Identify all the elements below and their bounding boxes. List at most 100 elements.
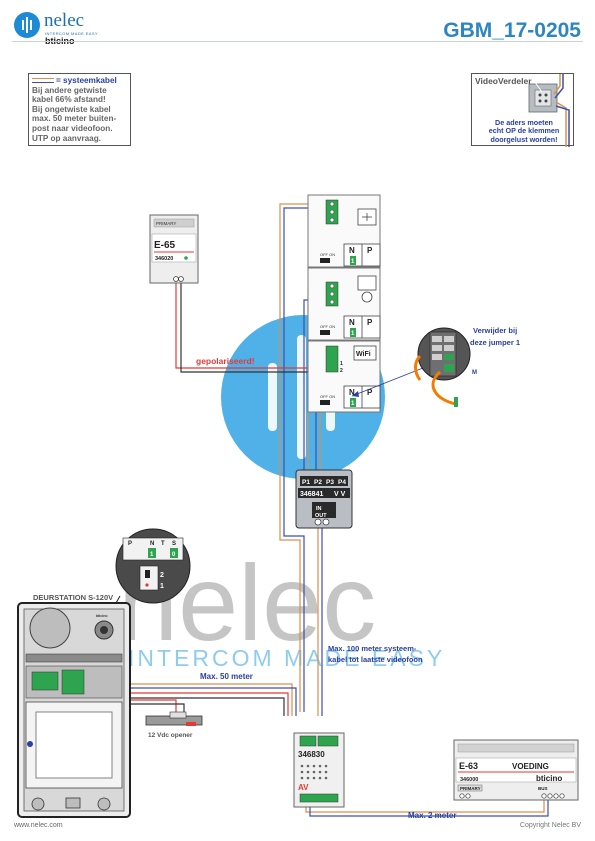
e63-power-supply: E-63 VOEDING 346000 bticino PRIMARY BUS (453, 739, 579, 801)
e65-led-icon (184, 256, 188, 260)
note-legend: = systeemkabel (32, 76, 127, 86)
e63-model: E-63 (459, 761, 478, 771)
e65-primary: PRIMARY (156, 221, 176, 226)
distributor-vv: V V (334, 491, 346, 498)
terminal-n-label: N (349, 318, 355, 327)
keyhole-icon (97, 797, 111, 811)
indoor-unit-2: OFF ON N P 1 (307, 267, 381, 341)
system-cable-note: = systeemkabel Bij andere getwiste kabel… (28, 73, 131, 146)
max2-label: Max. 2 meter (408, 811, 456, 820)
off-on-label: OFF ON (320, 324, 335, 329)
watermark-tagline: INTERCOM MADE EASY (128, 645, 445, 671)
outdoor-brand: bticino (96, 614, 107, 618)
jumper-value: 1 (351, 259, 355, 265)
outdoor-station: bticino (17, 602, 131, 818)
terminal-screw-icon (459, 793, 465, 799)
e63-brand: bticino (536, 774, 562, 783)
e65-supply-black (180, 282, 326, 373)
max100-line: Max. 100 meter systeem- (328, 644, 417, 653)
dip-switch (320, 330, 330, 335)
videoverdeler-title: VideoVerdeler (475, 76, 532, 86)
dip-switch (320, 400, 330, 405)
terminal-p-label: P (367, 318, 373, 327)
port-label: P3 (326, 479, 334, 486)
e63-bus: BUS (538, 786, 548, 791)
riser-cable-blue (283, 207, 326, 712)
terminal-p-label: P (367, 246, 373, 255)
note-line: kabel 66% afstand! (32, 95, 106, 105)
riser-cable-orange (279, 203, 326, 712)
keyhole-icon (31, 797, 45, 811)
dip-switch (320, 258, 330, 263)
jumper-value: 0 (172, 552, 176, 558)
wifi-monitor-icon (353, 345, 377, 361)
distributor-part: 346841 (300, 491, 323, 498)
outdoor-jumper-callout: P N T S 1 0 2 1 (111, 528, 191, 611)
video-distributor: P1 P2 P3 P4 346841 V V IN OUT (295, 469, 353, 529)
name-plate (35, 711, 113, 779)
terminal-screw-icon (314, 518, 322, 526)
call-button-icon (361, 291, 373, 303)
jumper-detail (351, 327, 471, 407)
note-line: max. 50 meter buiten- (32, 114, 117, 124)
e63-title: VOEDING (512, 762, 549, 771)
e63-primary: PRIMARY (460, 786, 481, 791)
av-module: 346830 AV (293, 732, 345, 808)
terminal-screw-icon (559, 793, 565, 799)
videoverdeler-illustration (528, 74, 570, 147)
max50-label: Max. 50 meter (200, 672, 253, 681)
e65-model: E-65 (154, 240, 176, 251)
off-on-label: OFF ON (320, 394, 335, 399)
footer-copyright: Copyright Nelec BV (519, 822, 581, 829)
terminal-screw-icon (547, 793, 553, 799)
jumper-value: 2 (160, 572, 164, 579)
terminal-screw-icon (465, 793, 471, 799)
terminal-n-label: N (349, 246, 355, 255)
note-line: Bij ongetwiste kabel (32, 104, 111, 114)
jumper-value: 1 (351, 331, 355, 337)
terminal-n-label: N (349, 388, 355, 397)
jumper-n-label: N (150, 541, 154, 547)
distributor-in: IN (316, 506, 322, 512)
wifi-label: WiFi (356, 351, 371, 358)
terminal-screw-icon (322, 518, 330, 526)
mounting-screw-icon (27, 741, 33, 747)
monitor-icon (357, 275, 377, 291)
footer-website: www.nelec.com (14, 822, 63, 829)
terminal-screw-icon (178, 276, 184, 282)
max100-line: kabel tot laatste videofoon (328, 655, 423, 664)
header-rule (12, 41, 583, 42)
terminal-screw-icon (541, 793, 547, 799)
port-label: P1 (302, 479, 310, 486)
jumper-value: 1 (160, 583, 164, 590)
note-line: UTP op aanvraag. (32, 133, 102, 143)
jumper-t-label: T (161, 541, 165, 547)
module-av: AV (298, 783, 309, 792)
note-line: Bij andere getwiste (32, 85, 107, 95)
off-on-label: OFF ON (320, 252, 335, 257)
terminal-1-label: 1 (340, 361, 343, 367)
logo-mark-icon (14, 12, 40, 38)
polarised-label: gepolariseerd! (196, 356, 255, 366)
port-label: P2 (314, 479, 322, 486)
port-label: P4 (338, 479, 346, 486)
jumper-note-line: Verwijder bij (473, 326, 517, 335)
document-code: GBM_17-0205 (443, 19, 581, 42)
indoor-unit-3: 1 2 WiFi OFF ON N P 1 (307, 340, 381, 413)
jumper-m-label: M (472, 370, 477, 376)
e65-power-supply: PRIMARY E-65 346020 (149, 214, 199, 284)
logo-tagline: INTERCOM MADE EASY (45, 31, 98, 36)
jumper-note-line: deze jumper 1 (470, 338, 520, 347)
e65-supply-red (175, 282, 326, 369)
speaker-icon (29, 607, 71, 649)
terminal-2-label: 2 (340, 368, 343, 374)
e63-part: 346000 (460, 777, 478, 783)
module-part: 346830 (298, 750, 325, 759)
e65-part: 346020 (155, 256, 173, 262)
opener-label: 12 Vdc opener (148, 732, 193, 739)
jumper-value: 1 (351, 401, 355, 407)
videoverdeler-message: De aders moeten echt OP de klemmen doorg… (488, 118, 560, 144)
terminal-screw-icon (553, 793, 559, 799)
outdoor-station-title: DEURSTATION S-120V (33, 593, 113, 602)
